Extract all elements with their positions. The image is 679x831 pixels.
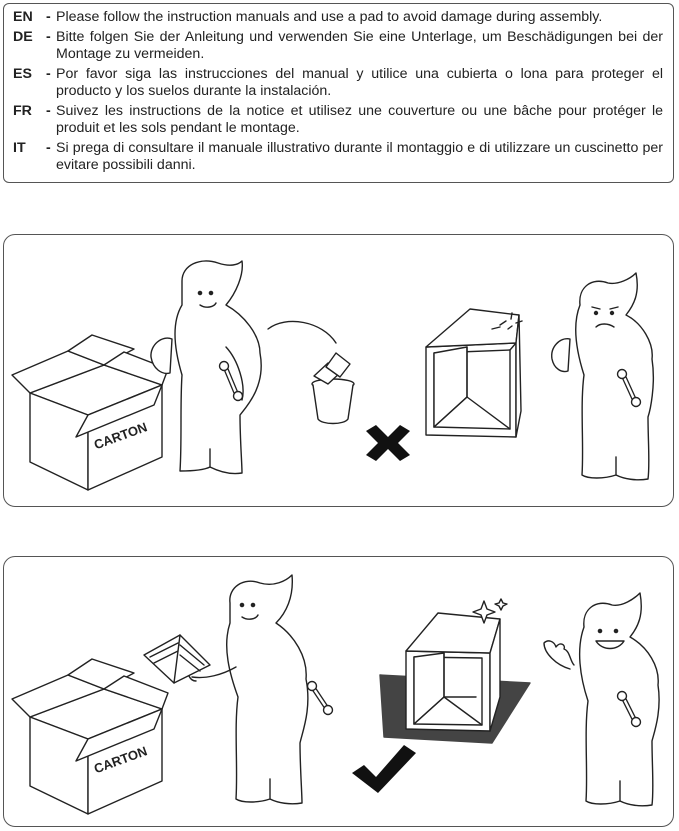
language-code: IT (13, 139, 26, 156)
damaged-cabinet-icon (425, 308, 523, 438)
sad-character-icon (551, 272, 655, 481)
sparkle-icon (472, 598, 508, 624)
correct-assembly-panel: CARTON (3, 556, 674, 827)
correct-assembly-illustration: CARTON (11, 574, 660, 815)
separator: - (46, 65, 51, 82)
separator: - (46, 28, 51, 45)
notice-es: ES - Por favor siga las instrucciones de… (13, 66, 663, 100)
character-reading-icon (143, 574, 334, 805)
notice-text: Suivez les instructions de la notice et … (56, 102, 663, 136)
wrong-assembly-panel: CARTON (3, 234, 674, 507)
notice-it: IT - Si prega di consultare il manuale i… (13, 140, 663, 174)
checkmark-icon (352, 745, 416, 793)
cross-icon (366, 425, 410, 461)
separator: - (46, 9, 51, 25)
language-code: ES (13, 65, 32, 82)
language-code: DE (13, 28, 33, 45)
notice-text: Por favor siga las instrucciones del man… (56, 65, 663, 99)
language-code: EN (13, 9, 33, 25)
notice-text: Bitte folgen Sie der Anleitung und verwe… (56, 28, 663, 62)
notice-text: Please follow the instruction manuals an… (56, 9, 603, 25)
carton-box-icon: CARTON (11, 658, 169, 815)
character-icon (150, 260, 262, 475)
notice-fr: FR - Suivez les instructions de la notic… (13, 103, 663, 137)
separator: - (46, 102, 51, 119)
happy-character-icon (543, 592, 660, 807)
cabinet-icon (405, 612, 501, 732)
carton-box-icon: CARTON (11, 334, 169, 491)
throw-arc (267, 320, 337, 344)
trash-bin-icon (311, 352, 355, 425)
wrong-assembly-illustration: CARTON (11, 260, 655, 491)
notice-en: EN - Please follow the instruction manua… (13, 9, 663, 26)
separator: - (46, 139, 51, 156)
notice-de: DE - Bitte folgen Sie der Anleitung und … (13, 29, 663, 63)
instruction-notice: EN - Please follow the instruction manua… (3, 3, 674, 183)
notice-text: Si prega di consultare il manuale illust… (56, 139, 663, 173)
language-code: FR (13, 102, 32, 119)
